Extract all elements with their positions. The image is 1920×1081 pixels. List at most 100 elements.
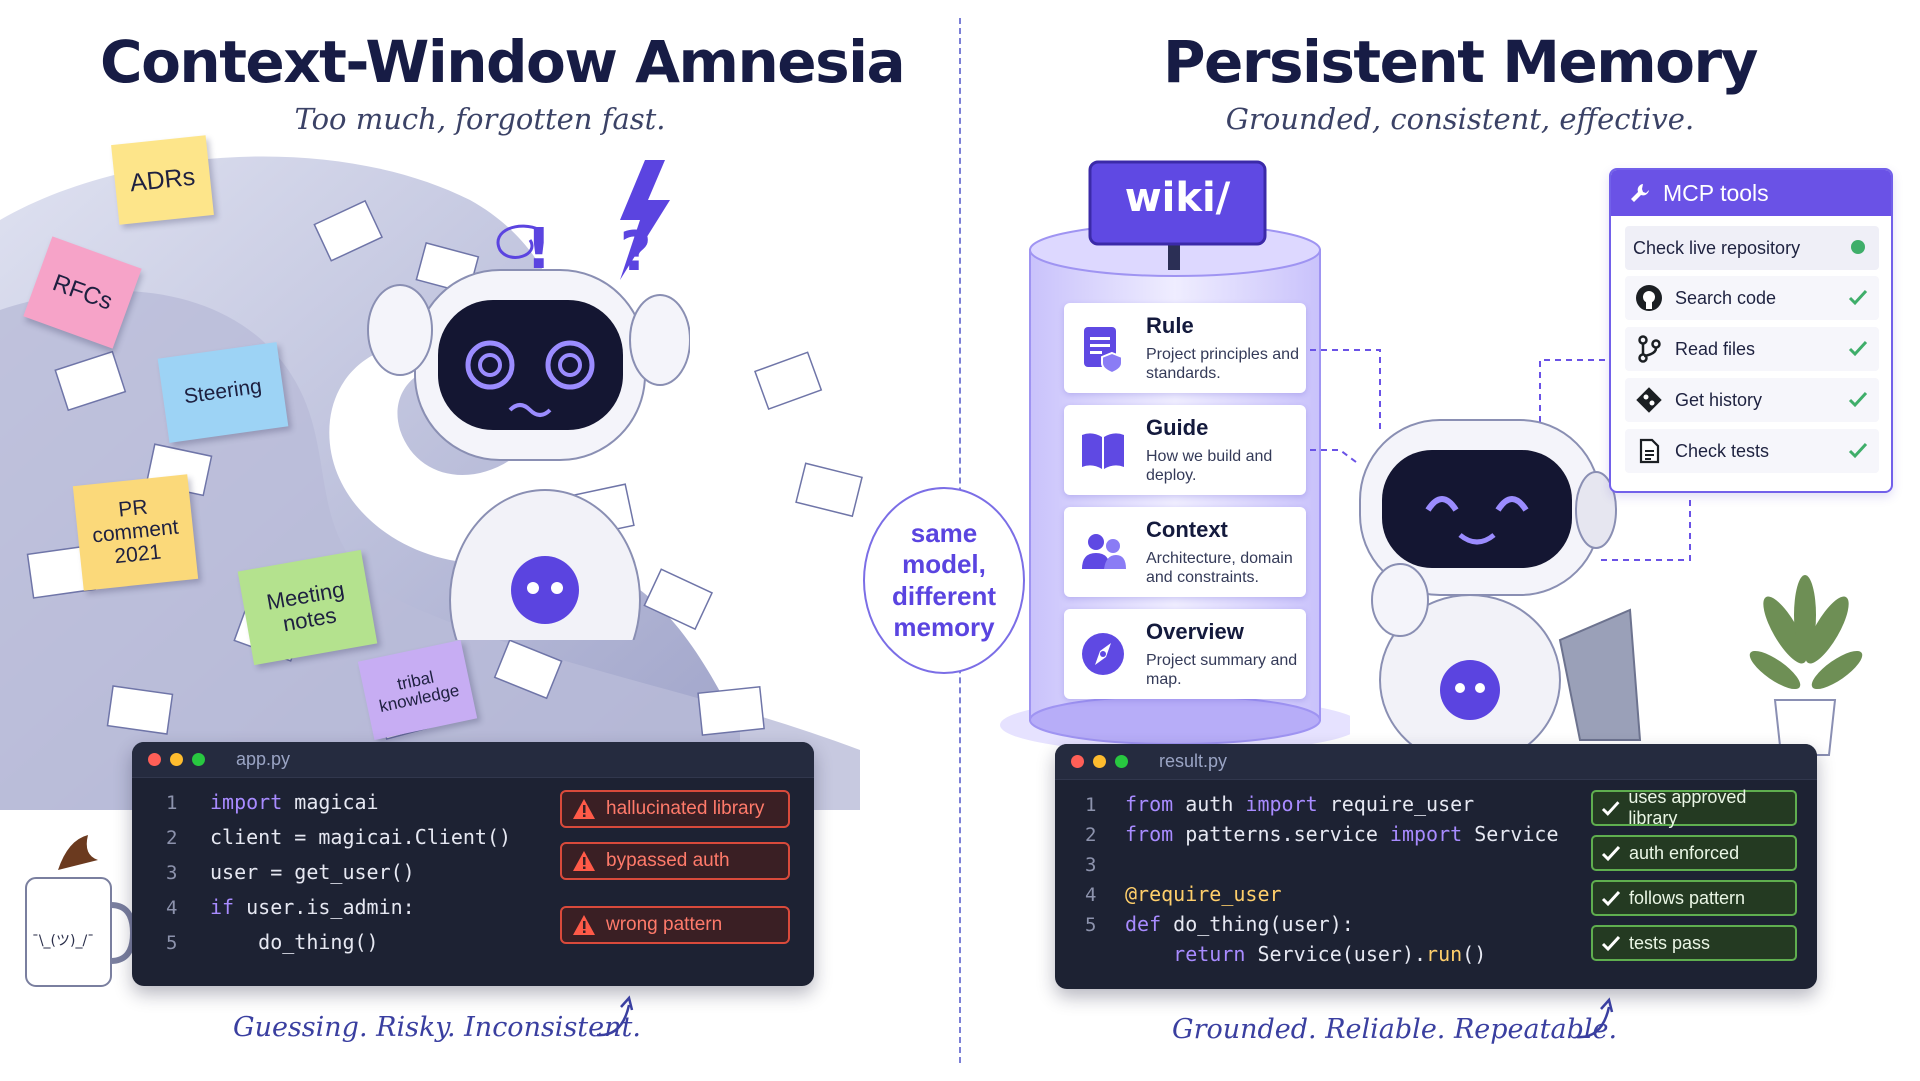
code-line: from patterns.service import Service xyxy=(1125,822,1559,846)
code-line: return Service(user).run() xyxy=(1173,942,1487,966)
left-subtitle: Too much, forgotten fast. xyxy=(294,102,666,136)
check-icon xyxy=(1601,845,1621,862)
right-title: Persistent Memory xyxy=(1163,28,1758,96)
maximize-dot-icon[interactable] xyxy=(1115,755,1128,768)
warning-badge: hallucinated library xyxy=(560,790,790,828)
check-label: auth enforced xyxy=(1629,842,1740,863)
wiki-card-title: Overview xyxy=(1146,619,1244,644)
mcp-tool-get-history[interactable]: Get history xyxy=(1625,378,1879,422)
mug-shrug-text: ¯\_(ツ)_/¯ xyxy=(31,933,95,949)
branch-icon xyxy=(1638,335,1661,363)
left-title: Context-Window Amnesia xyxy=(100,28,906,96)
curved-arrow-icon xyxy=(1576,997,1614,1039)
mcp-header: MCP tools xyxy=(1611,170,1891,216)
potted-plant-icon xyxy=(1749,575,1863,756)
wiki-card-context[interactable]: Context Architecture, domain and constra… xyxy=(1064,507,1306,597)
mcp-tool-read-files[interactable]: Read files xyxy=(1625,327,1879,371)
wiki-card-rule[interactable]: Rule Project principles and standards. xyxy=(1064,303,1306,393)
code-window-titlebar: app.py xyxy=(132,742,814,778)
code-line: @require_user xyxy=(1125,882,1282,906)
badge-line: different xyxy=(892,580,996,611)
mcp-tool-label: Check tests xyxy=(1675,440,1770,461)
badge-line: same xyxy=(910,518,978,549)
check-icon xyxy=(1601,890,1621,907)
line-number: 3 xyxy=(166,862,178,884)
check-icon xyxy=(1848,340,1868,357)
check-badge: auth enforced xyxy=(1591,835,1797,871)
mcp-tool-search-code[interactable]: Search code xyxy=(1625,276,1879,320)
wiki-card-desc: How we build and deploy. xyxy=(1146,448,1273,485)
wiki-card-guide[interactable]: Guide How we build and deploy. xyxy=(1064,405,1306,495)
warning-badge: bypassed auth xyxy=(560,842,790,880)
code-window-titlebar: result.py xyxy=(1055,744,1817,780)
wiki-card-desc: Architecture, domain and constraints. xyxy=(1146,550,1293,587)
people-icon xyxy=(1082,534,1126,569)
mcp-tool-label: Read files xyxy=(1675,338,1756,359)
right-caption: Grounded. Reliable. Repeatable. xyxy=(1172,1014,1618,1045)
compass-icon xyxy=(1082,633,1124,675)
badge-line: memory xyxy=(893,611,995,642)
wiki-card-title: Guide xyxy=(1146,415,1209,440)
wrench-icon xyxy=(1631,184,1649,202)
code-line: if user.is_admin: xyxy=(210,895,415,919)
close-dot-icon[interactable] xyxy=(148,753,161,766)
wiki-card-desc: Project principles and standards. xyxy=(1146,346,1299,383)
check-label: uses approved library xyxy=(1628,787,1747,828)
warning-label: hallucinated library xyxy=(606,798,765,819)
code-filename: app.py xyxy=(236,749,291,769)
check-icon xyxy=(1848,289,1868,306)
check-icon xyxy=(1601,935,1621,952)
github-icon xyxy=(1636,285,1662,311)
git-icon xyxy=(1636,387,1662,413)
mcp-tools-panel: MCP tools Check live repository Search c… xyxy=(1609,168,1893,493)
line-number: 1 xyxy=(166,792,178,814)
mcp-tool-check-tests[interactable]: Check tests xyxy=(1625,429,1879,473)
curved-arrow-icon xyxy=(596,995,634,1037)
warning-triangle-icon xyxy=(573,799,595,819)
mcp-tool-label: Check live repository xyxy=(1633,237,1801,258)
sticky-note-adrs: ADRs xyxy=(111,135,214,225)
mcp-title: MCP tools xyxy=(1663,179,1769,206)
line-number: 1 xyxy=(1085,794,1097,816)
green-dot-icon xyxy=(1851,240,1865,254)
warning-label: bypassed auth xyxy=(606,850,730,871)
check-label: tests pass xyxy=(1629,932,1711,953)
line-number: 4 xyxy=(166,897,178,919)
code-filename: result.py xyxy=(1159,751,1228,771)
check-badge: follows pattern xyxy=(1591,880,1797,916)
minimize-dot-icon[interactable] xyxy=(1093,755,1106,768)
left-caption: Guessing. Risky. Inconsistent. xyxy=(233,1012,641,1043)
warning-triangle-icon xyxy=(573,915,595,935)
maximize-dot-icon[interactable] xyxy=(192,753,205,766)
same-model-badge: same model, different memory xyxy=(863,487,1025,674)
mcp-tool-label: Search code xyxy=(1675,287,1777,308)
check-icon xyxy=(1848,391,1868,408)
warning-triangle-icon xyxy=(573,851,595,871)
result-code-window: result.py 1 from auth import require_use… xyxy=(1055,744,1817,989)
check-icon xyxy=(1848,442,1868,459)
wiki-card-title: Rule xyxy=(1146,313,1194,338)
line-number: 3 xyxy=(1085,854,1097,876)
badge-line: model, xyxy=(902,549,986,580)
wiki-card-title: Context xyxy=(1146,517,1228,542)
code-line: import magicai xyxy=(210,790,379,814)
check-badge: uses approved library xyxy=(1591,787,1797,828)
minimize-dot-icon[interactable] xyxy=(170,753,183,766)
line-number: 5 xyxy=(1085,914,1097,936)
mcp-tool-check-live-repository[interactable]: Check live repository xyxy=(1625,226,1879,270)
open-book-icon xyxy=(1082,433,1124,469)
wiki-sign: wiki/ xyxy=(1124,175,1231,221)
code-line: from auth import require_user xyxy=(1125,792,1475,816)
happy-robot-illustration xyxy=(1359,419,1642,750)
code-line: do_thing() xyxy=(210,930,379,954)
mcp-tool-label: Get history xyxy=(1675,389,1763,410)
line-number: 5 xyxy=(166,932,178,954)
warning-label: wrong pattern xyxy=(606,914,723,935)
check-badge: tests pass xyxy=(1591,925,1797,961)
confused-robot-illustration: ! ? xyxy=(367,160,690,640)
coffee-mug-icon xyxy=(25,835,133,987)
line-number: 4 xyxy=(1085,884,1097,906)
warning-badge: wrong pattern xyxy=(560,906,790,944)
wiki-card-overview[interactable]: Overview Project summary and map. xyxy=(1064,609,1306,699)
close-dot-icon[interactable] xyxy=(1071,755,1084,768)
